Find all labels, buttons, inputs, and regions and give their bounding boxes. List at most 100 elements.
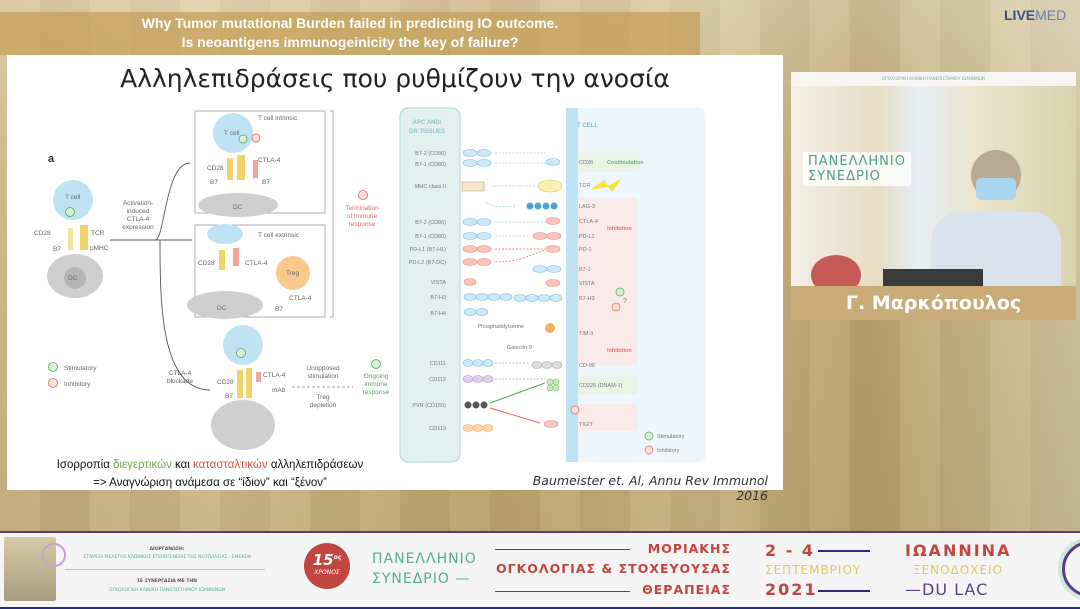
ligand-label: B7-2 (CD86) xyxy=(415,220,446,226)
venue-line1: ΞΕΝΟΔΟΧΕΙΟ xyxy=(913,563,1004,577)
receptor-label: CD28 xyxy=(579,160,593,166)
ligand-label: CD111 xyxy=(430,361,446,367)
partner-label: ΣΕ ΣΥΝΕΡΓΑΣΙΑ ΜΕ ΤΗΝ xyxy=(136,579,198,584)
inhibitory-icon xyxy=(570,405,580,415)
ligand-label: MHC class II xyxy=(415,184,447,190)
label-dc: DC xyxy=(68,275,78,282)
svg-text:Treg: Treg xyxy=(286,270,300,277)
stimulatory-icon xyxy=(371,359,381,369)
ligand-label: PVR (CD155) xyxy=(412,403,446,409)
stimulatory-icon xyxy=(644,431,654,441)
costimulation-zone xyxy=(578,152,640,172)
svg-text:response: response xyxy=(363,389,390,396)
apc-header: APC AND/ xyxy=(413,120,442,126)
label-tcr: TCR xyxy=(91,230,105,237)
ligand-label: B7-1 (CD80) xyxy=(415,234,446,240)
apc-membrane xyxy=(399,107,461,463)
congress-line2: ΣΥΝΕΔΡΙΟ — xyxy=(372,571,471,587)
footer-rings-logo xyxy=(1062,541,1080,597)
label-ongoing: Ongoing xyxy=(364,373,389,380)
bracket xyxy=(330,110,334,318)
topic-line3: ΘΕΡΑΠΕΙΑΣ xyxy=(642,582,731,597)
receptor-label: B7-1 xyxy=(579,267,591,273)
inhibitory-icon xyxy=(611,302,621,312)
svg-text:B7: B7 xyxy=(262,179,270,186)
speaker-video: ΟΓΚΟΛΟΓΙΚΗ ΚΛΙΝΙΚΗ ΠΑΝΕΠΙΣΤΗΜΙΟΥ ΙΩΑΝΝΙΝ… xyxy=(791,72,1076,320)
topic-line1: ΜΟΡΙΑΚΗΣ xyxy=(647,541,731,556)
footer-banner: ΔΙΟΡΓΑΝΩΣΗ: ΕΤΑΙΡΕΙΑ ΜΕΛΕΤΗΣ ΚΛΩΝΙΚΗΣ ΕΤ… xyxy=(0,531,1080,609)
label-treg-depletion: Treg xyxy=(316,394,330,401)
t-cell-shape xyxy=(53,180,93,220)
svg-text:DC: DC xyxy=(233,204,243,211)
legend-stimulatory: Stimulatory xyxy=(657,434,685,440)
backdrop-header: ΟΓΚΟΛΟΓΙΚΗ ΚΛΙΝΙΚΗ ΠΑΝΕΠΙΣΤΗΜΙΟΥ ΙΩΑΝΝΙΝ… xyxy=(791,72,1076,86)
label-extrinsic: T cell extrinsic xyxy=(258,232,300,239)
label-unopposed: Unopposed xyxy=(306,365,340,372)
ligand-label: B7-H3 xyxy=(430,295,446,301)
footer-line xyxy=(495,591,630,592)
right-diagram: APC AND/ OR TISSUES T CELL B7-2 (CD86) B… xyxy=(399,107,706,463)
svg-text:CTLA-4: CTLA-4 xyxy=(127,216,150,223)
receptor-label: PD-L1 xyxy=(579,234,595,240)
speaker-name: Γ. Μαρκόπουλος xyxy=(791,286,1076,320)
stimulatory-icon xyxy=(48,362,58,372)
svg-text:T cell: T cell xyxy=(224,130,240,137)
question-mark: ? xyxy=(623,298,627,305)
green-arrow xyxy=(489,382,546,404)
footer-line xyxy=(818,550,870,552)
caption-stimulatory-word: διεγερτικών xyxy=(113,459,172,471)
treg-cell-shape xyxy=(276,256,310,290)
footer-line xyxy=(495,549,630,550)
slide-title: Αλληλεπιδράσεις που ρυθμίζουν την ανοσία xyxy=(120,64,670,93)
inhibitory-icon xyxy=(48,378,58,388)
svg-text:response: response xyxy=(349,221,376,228)
interaction-arrows xyxy=(484,152,546,380)
inhibition-zone xyxy=(578,198,638,365)
legend-stimulatory: Stimulatory xyxy=(64,365,97,372)
organizer-label: ΔΙΟΡΓΑΝΩΣΗ: xyxy=(149,547,185,552)
ligand-label: B7-2 (CD86) xyxy=(415,151,446,157)
label-intrinsic: T cell intrinsic xyxy=(258,115,298,122)
label-pmhc: pMHC xyxy=(90,245,109,252)
caption-inhibitory-word: κατασταλτικών xyxy=(193,459,268,471)
svg-text:B7: B7 xyxy=(225,393,233,400)
label-t-cell: T cell xyxy=(65,194,81,201)
receptor-label: CD-96 xyxy=(579,363,595,369)
livemed-logo: LIVEMED xyxy=(1004,7,1066,23)
inhibitory-icon xyxy=(251,133,261,143)
svg-text:DC: DC xyxy=(217,305,227,312)
label-mab: mAb xyxy=(272,387,286,394)
inhibition-label: Inhibition xyxy=(607,348,632,354)
galectin9-label: Galectin-9 xyxy=(507,345,532,351)
legend-inhibitory: Inhibitory xyxy=(64,381,91,388)
svg-text:CTLA-4: CTLA-4 xyxy=(263,372,286,379)
caption-balance: Ισορροπία διεγερτικών και κατασταλτικών … xyxy=(56,459,364,471)
box-t-cell-extrinsic xyxy=(194,224,326,318)
tcell-header: T CELL xyxy=(577,123,598,129)
svg-text:CD28: CD28 xyxy=(217,379,234,386)
left-diagram: a CD28 TCR B7 pMHC T cell DC T cell Acti… xyxy=(34,110,390,450)
stimulatory-icon xyxy=(236,348,246,358)
city: ΙΩΑΝΝΙΝΑ xyxy=(905,541,1012,560)
signal-bolt-icon xyxy=(590,178,622,192)
ligand-label: CD112 xyxy=(429,377,446,383)
receptor-label: TIM-3 xyxy=(579,331,593,337)
svg-text:CTLA-4: CTLA-4 xyxy=(245,260,268,267)
red-arrow xyxy=(489,407,541,424)
ligand-label: CD113 xyxy=(429,426,446,432)
svg-text:B7: B7 xyxy=(275,306,283,313)
branching-arrows xyxy=(110,162,211,391)
talk-title-line1: Why Tumor mutational Burden failed in pr… xyxy=(141,15,559,31)
laptop xyxy=(883,269,983,286)
label-cd28: CD28 xyxy=(34,230,51,237)
svg-text:OR TISSUES: OR TISSUES xyxy=(409,129,445,135)
costimulation-label: Costimulation xyxy=(607,160,644,166)
label-termination: Termination xyxy=(345,205,379,212)
ligand-label: B7-H4 xyxy=(430,311,446,317)
ligand-label: B7-1 (CD80) xyxy=(415,162,446,168)
venue-line2: —DU LAC xyxy=(905,580,989,599)
svg-text:B7: B7 xyxy=(210,179,218,186)
label-blockade: CTLA-4 xyxy=(169,370,192,377)
